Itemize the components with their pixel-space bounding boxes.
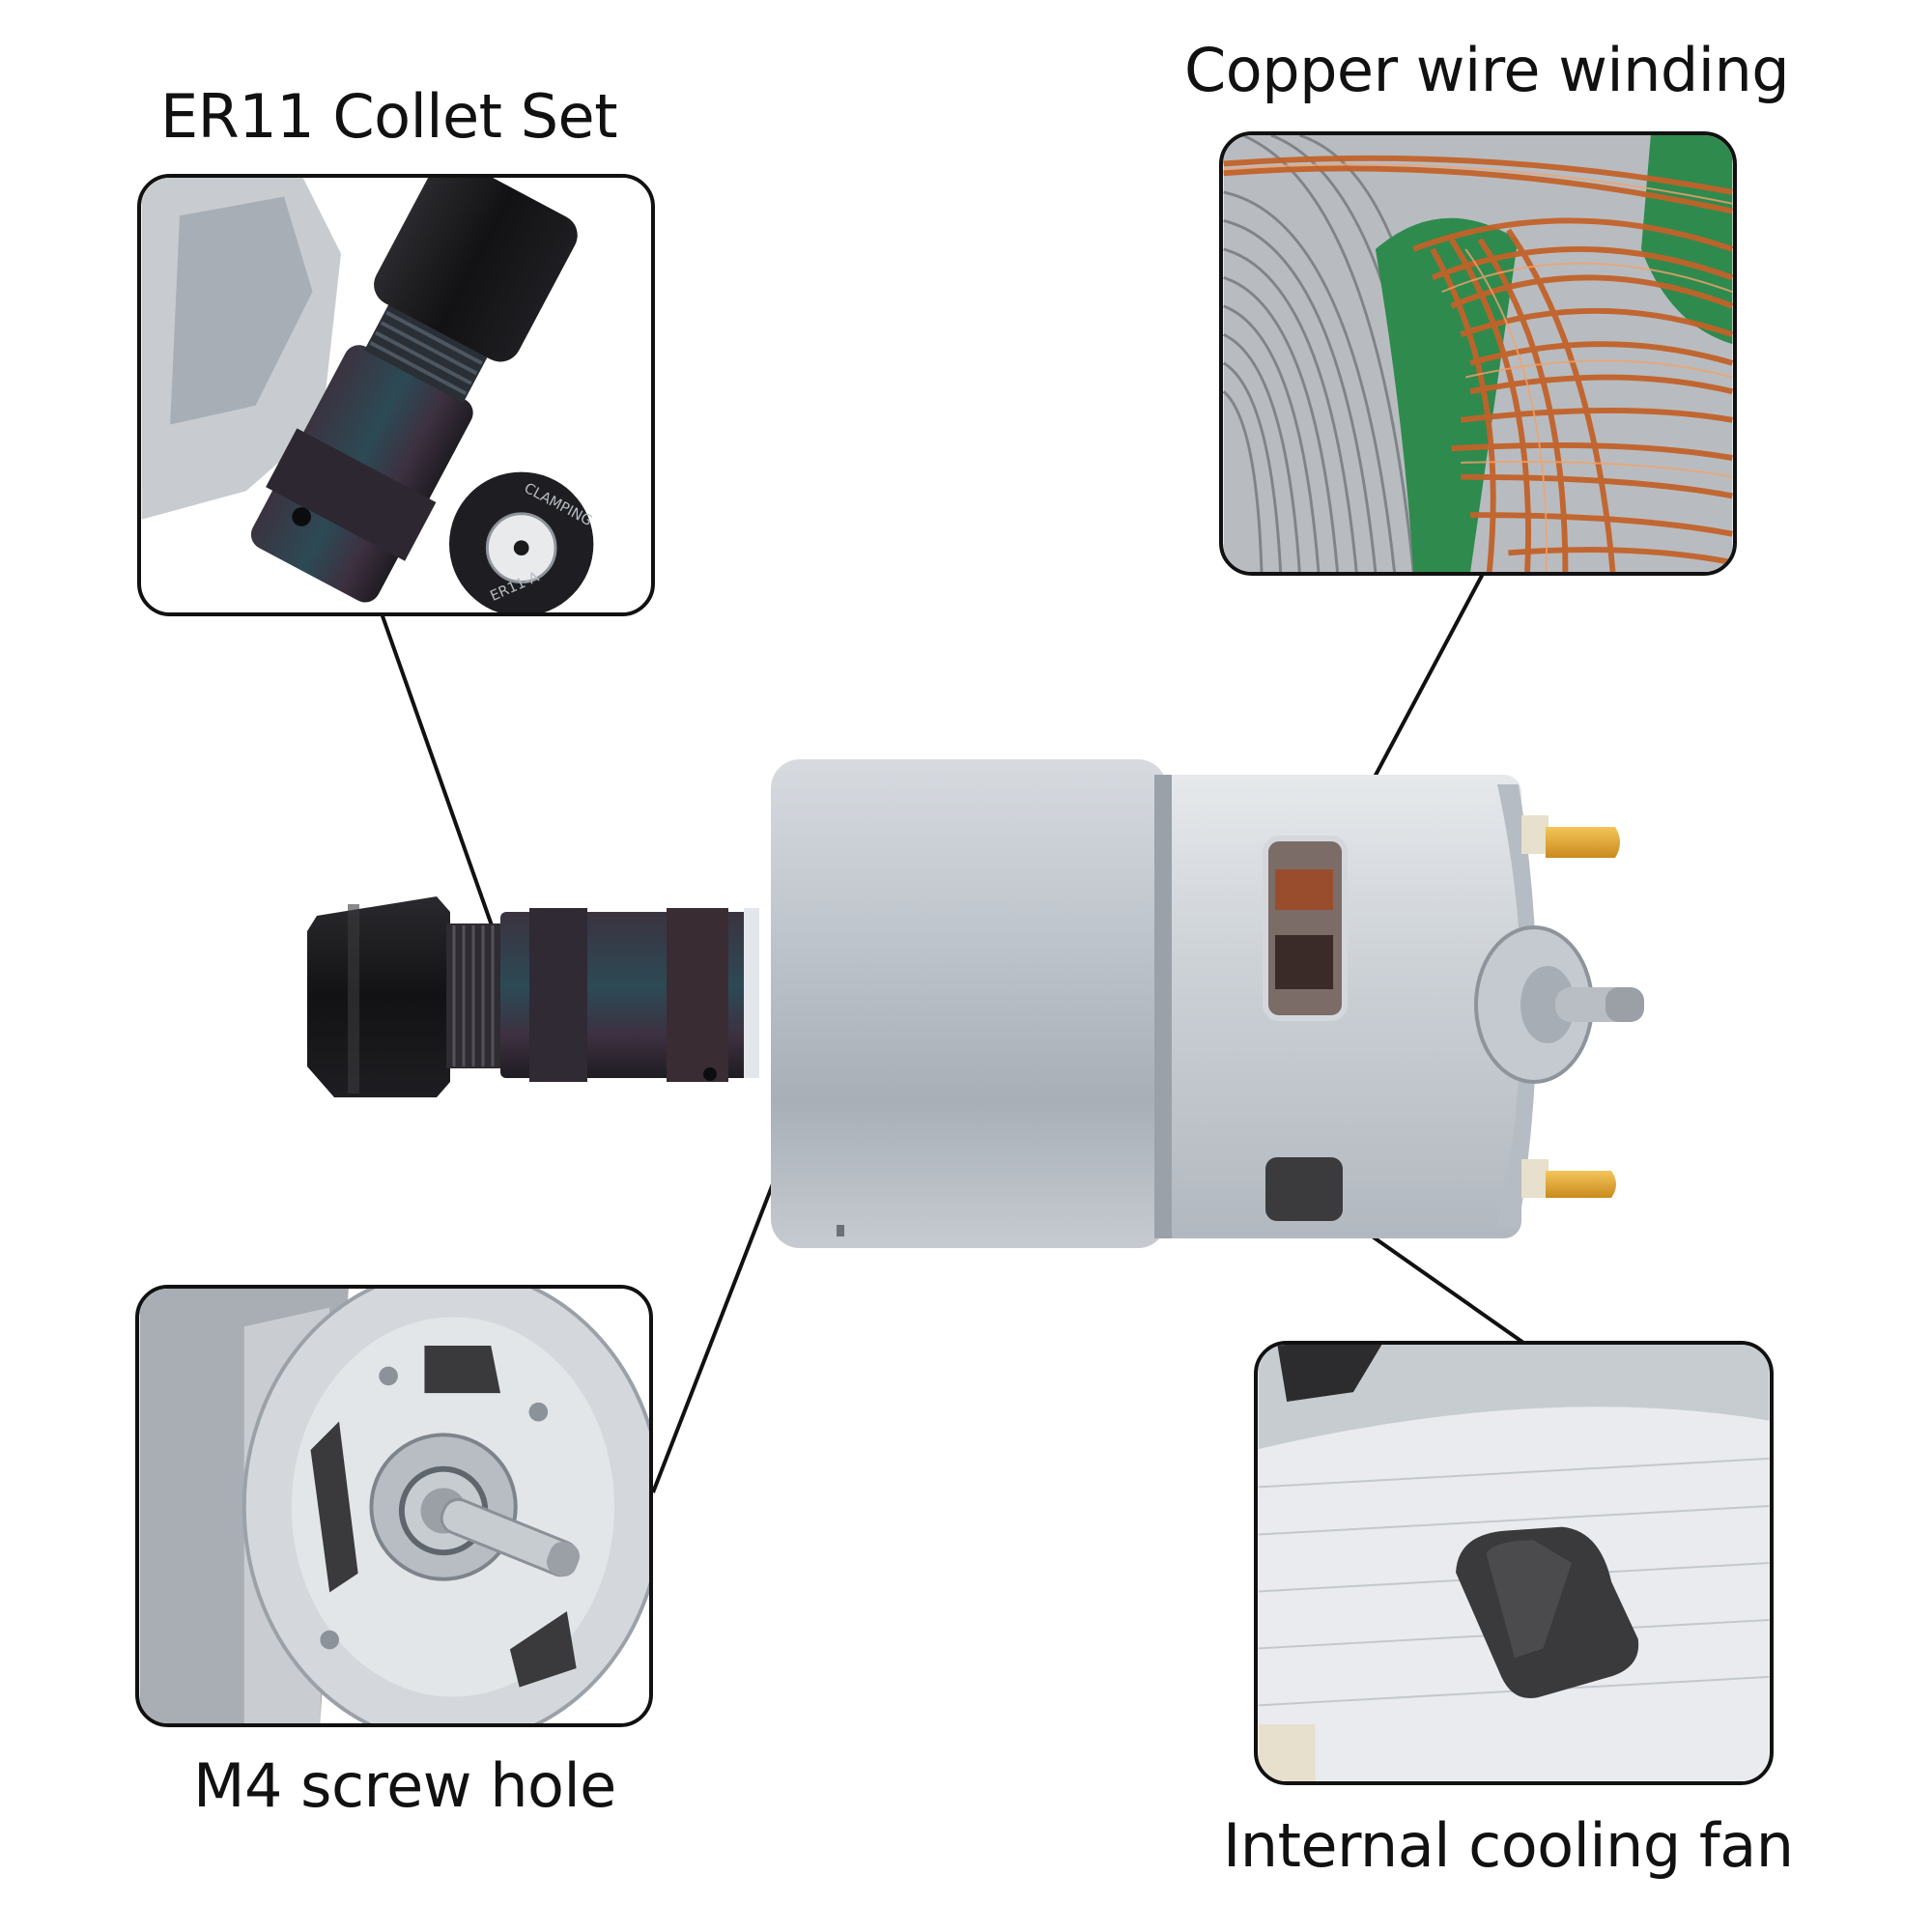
callout-collet: CLAMPING ER11-A [137, 174, 655, 616]
label-copper-wire-winding: Copper wire winding [1184, 35, 1790, 105]
thread [446, 923, 504, 1068]
cooling-fan-closeup-image [1258, 1345, 1770, 1781]
winding-closeup-image [1223, 135, 1733, 572]
label-internal-cooling-fan: Internal cooling fan [1223, 1810, 1794, 1881]
leader-line-screw [651, 1163, 782, 1493]
label-er11-collet-set: ER11 Collet Set [160, 81, 618, 152]
callout-fan [1254, 1341, 1774, 1785]
callout-winding [1219, 131, 1737, 576]
label-m4-screw-hole: M4 screw hole [193, 1750, 616, 1821]
leader-line-fan [1346, 1217, 1528, 1347]
motor [307, 759, 1644, 1248]
collet-closeup-image: CLAMPING ER11-A [141, 178, 651, 612]
screw-hole-closeup-image [139, 1289, 649, 1723]
callout-screw [135, 1285, 653, 1727]
leader-line-collet [380, 612, 499, 943]
